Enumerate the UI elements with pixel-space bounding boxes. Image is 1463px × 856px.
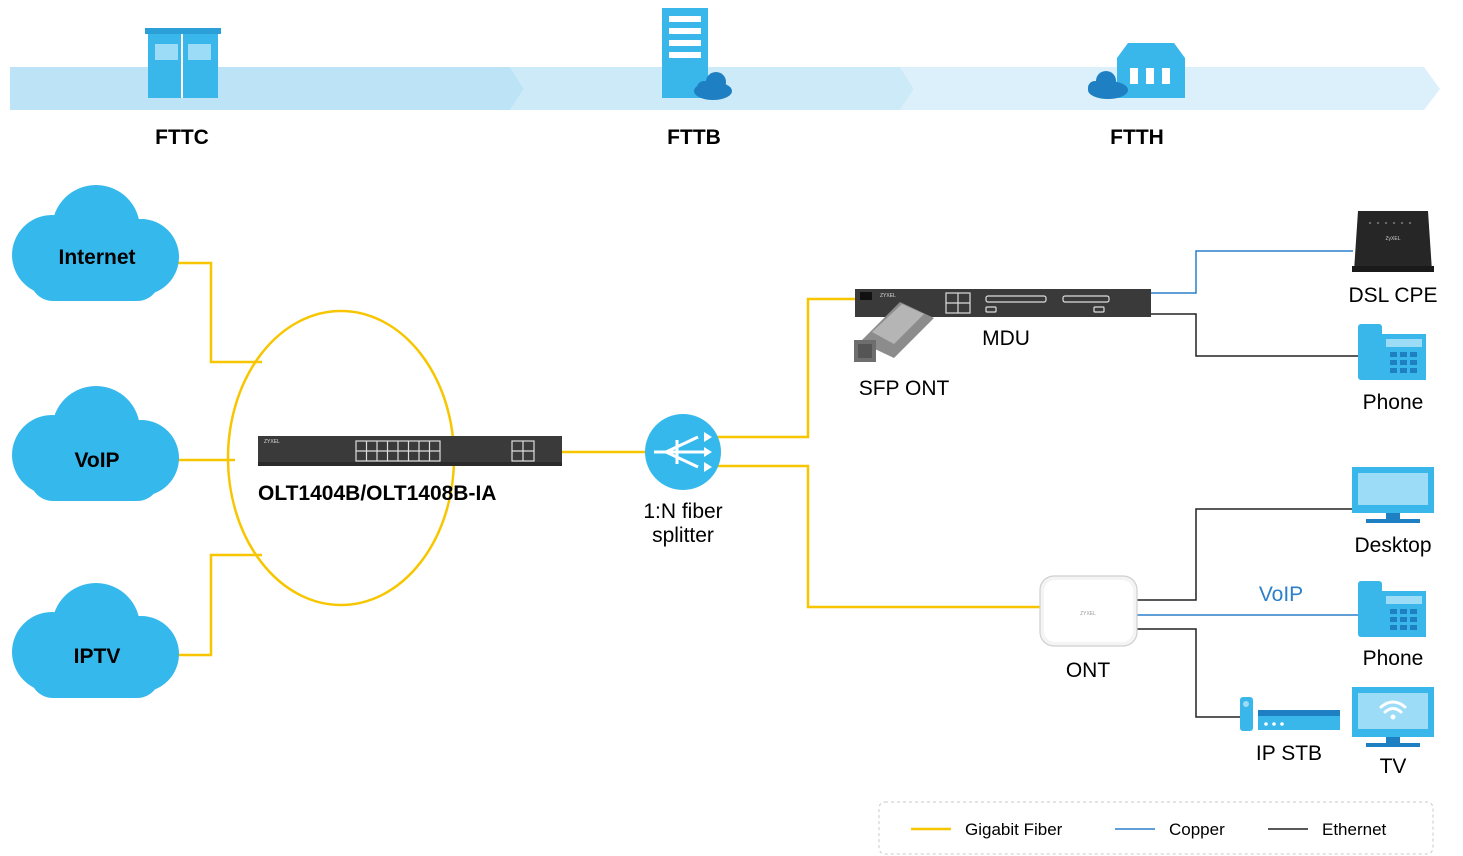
olt-device: ZYXEL: [258, 436, 562, 466]
copper-link-mdu-dsl-cpe: [1150, 250, 1353, 294]
dsl-cpe-label: DSL CPE: [1348, 284, 1437, 307]
sfp-ont-label: SFP ONT: [859, 377, 950, 400]
street-cabinet-icon: [145, 28, 221, 98]
sfp-module-icon: [854, 302, 934, 362]
cloud-iptv: [12, 583, 179, 698]
desktop-label: Desktop: [1354, 534, 1431, 557]
phone-icon: [1358, 581, 1426, 637]
legend-box: [878, 801, 1434, 855]
home-icon: [1088, 43, 1185, 99]
cloud-label-voip: VoIP: [74, 449, 119, 472]
splitter-label-line1: 1:N fiber: [643, 500, 722, 523]
fiber-link-internet: [170, 261, 262, 364]
phone-icon: [1358, 324, 1426, 380]
fiber-splitter-icon: [645, 414, 721, 490]
set-top-box-icon: [1240, 697, 1340, 731]
tv-label: TV: [1380, 755, 1407, 778]
cpe-brand-text: ZyXEL: [1385, 236, 1400, 242]
desktop-monitor-icon: [1352, 467, 1434, 523]
legend-label-fiber: Gigabit Fiber: [965, 820, 1063, 839]
phone-bottom-label: Phone: [1363, 647, 1424, 670]
ont-device: ZYXEL: [1039, 575, 1138, 647]
splitter-label-line2: splitter: [652, 524, 714, 547]
cloud-voip: [12, 386, 179, 501]
legend-label-ethernet: Ethernet: [1322, 820, 1387, 839]
olt-port-block: [355, 440, 535, 462]
mdu-brand-text: ZYXEL: [880, 293, 896, 299]
ont-brand-text: ZYXEL: [1080, 611, 1096, 617]
tv-icon: [1352, 687, 1434, 747]
band-segment-fttc: [10, 67, 524, 110]
cloud-label-iptv: IPTV: [74, 645, 121, 668]
fiber-link-iptv: [170, 553, 262, 657]
voip-link-label: VoIP: [1259, 583, 1303, 606]
ont-label: ONT: [1066, 659, 1111, 682]
olt-brand-text: ZYXEL: [264, 439, 280, 445]
dsl-cpe-router-icon: ZyXEL: [1352, 211, 1434, 272]
ethernet-link-ont-desktop: [1137, 508, 1352, 601]
legend: Gigabit Fiber Copper Ethernet: [878, 801, 1434, 855]
mdu-label: MDU: [982, 327, 1030, 350]
ethernet-link-mdu-phone: [1150, 313, 1358, 357]
stage-label-fttc: FTTC: [155, 126, 209, 149]
cloud-internet: [12, 185, 179, 301]
olt-label: OLT1404B/OLT1408B-IA: [258, 482, 496, 505]
phone-top-label: Phone: [1363, 391, 1424, 414]
cloud-label-internet: Internet: [58, 246, 135, 269]
fiber-link-splitter-ont: [716, 464, 1040, 609]
copper-links: [1137, 250, 1358, 616]
office-building-icon: [662, 8, 732, 100]
ethernet-link-ont-stb: [1137, 628, 1240, 718]
fiber-link-splitter-mdu: [716, 297, 855, 439]
stage-label-ftth: FTTH: [1110, 126, 1164, 149]
ethernet-links: [1137, 313, 1358, 718]
ip-stb-label: IP STB: [1256, 742, 1322, 765]
legend-label-copper: Copper: [1169, 820, 1225, 839]
deployment-band: FTTC FTTB FTTH: [10, 8, 1440, 149]
stage-label-fttb: FTTB: [667, 126, 721, 149]
fiber-links: [170, 261, 1040, 657]
